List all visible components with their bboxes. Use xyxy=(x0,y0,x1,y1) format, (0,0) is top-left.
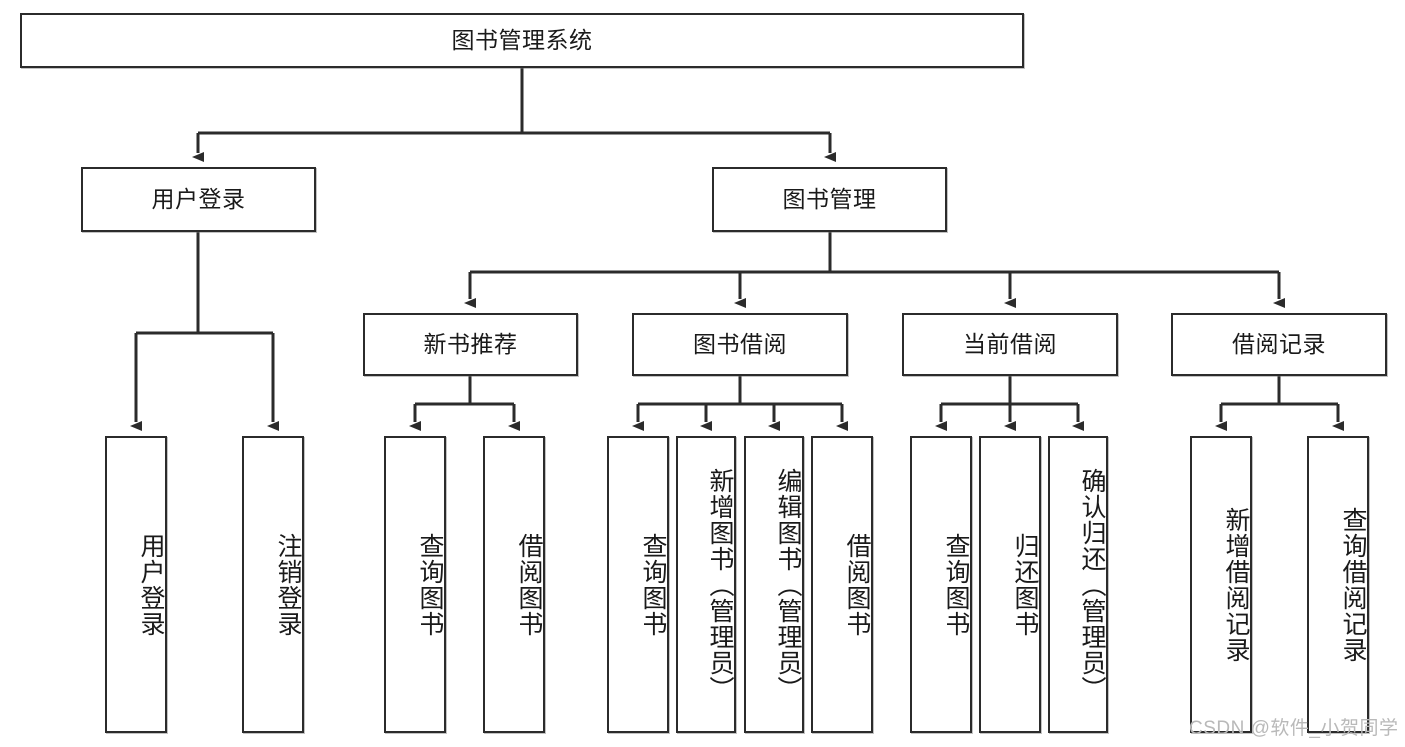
node-label: 当前借阅 xyxy=(963,330,1057,357)
node-borrow-record[interactable]: 借阅记录 xyxy=(1171,313,1387,376)
node-label: 图书管理 xyxy=(782,185,877,212)
node-book-management[interactable]: 图书管理 xyxy=(712,167,947,232)
leaf-book-borrow-add-book-admin[interactable]: 新增图书（管理员） xyxy=(676,436,736,733)
node-label: 注销登录 xyxy=(274,532,302,637)
node-label: 确认归还（管理员） xyxy=(1078,467,1106,702)
leaf-user-login-login[interactable]: 用户登录 xyxy=(105,436,167,733)
node-new-book-recommend[interactable]: 新书推荐 xyxy=(363,313,578,376)
csdn-watermark: CSDN @软件_小贺同学 xyxy=(1189,718,1399,739)
leaf-borrow-record-query-record[interactable]: 查询借阅记录 xyxy=(1307,436,1369,733)
leaf-borrow-record-add-record[interactable]: 新增借阅记录 xyxy=(1190,436,1252,733)
node-label: 查询图书 xyxy=(942,532,970,637)
leaf-current-borrow-query-book[interactable]: 查询图书 xyxy=(910,436,972,733)
node-label: 借阅记录 xyxy=(1232,330,1326,357)
node-label: 新增图书（管理员） xyxy=(706,467,734,702)
leaf-new-book-query-book[interactable]: 查询图书 xyxy=(384,436,446,733)
leaf-new-book-borrow-book[interactable]: 借阅图书 xyxy=(483,436,545,733)
node-label: 用户登录 xyxy=(151,185,246,212)
leaf-current-borrow-return-book[interactable]: 归还图书 xyxy=(979,436,1041,733)
node-label: 查询图书 xyxy=(639,532,667,637)
node-label: 用户登录 xyxy=(137,532,165,637)
leaf-user-login-logout[interactable]: 注销登录 xyxy=(242,436,304,733)
node-label: 归还图书 xyxy=(1011,532,1039,637)
node-label: 查询图书 xyxy=(416,532,444,637)
node-label: 新书推荐 xyxy=(423,330,518,357)
node-label: 借阅图书 xyxy=(515,532,543,637)
leaf-book-borrow-query-book[interactable]: 查询图书 xyxy=(607,436,669,733)
node-current-borrow[interactable]: 当前借阅 xyxy=(902,313,1118,376)
node-label: 编辑图书（管理员） xyxy=(774,467,802,702)
node-label: 新增借阅记录 xyxy=(1222,506,1250,663)
node-label: 借阅图书 xyxy=(843,532,871,637)
node-root-book-management-system[interactable]: 图书管理系统 xyxy=(20,13,1024,68)
node-user-login[interactable]: 用户登录 xyxy=(81,167,316,232)
leaf-book-borrow-borrow-book[interactable]: 借阅图书 xyxy=(811,436,873,733)
leaf-current-borrow-confirm-return-admin[interactable]: 确认归还（管理员） xyxy=(1048,436,1108,733)
node-label: 查询借阅记录 xyxy=(1339,506,1367,663)
node-label: 图书管理系统 xyxy=(451,26,593,53)
leaf-book-borrow-edit-book-admin[interactable]: 编辑图书（管理员） xyxy=(744,436,804,733)
node-label: 图书借阅 xyxy=(693,330,787,357)
node-book-borrow[interactable]: 图书借阅 xyxy=(632,313,848,376)
